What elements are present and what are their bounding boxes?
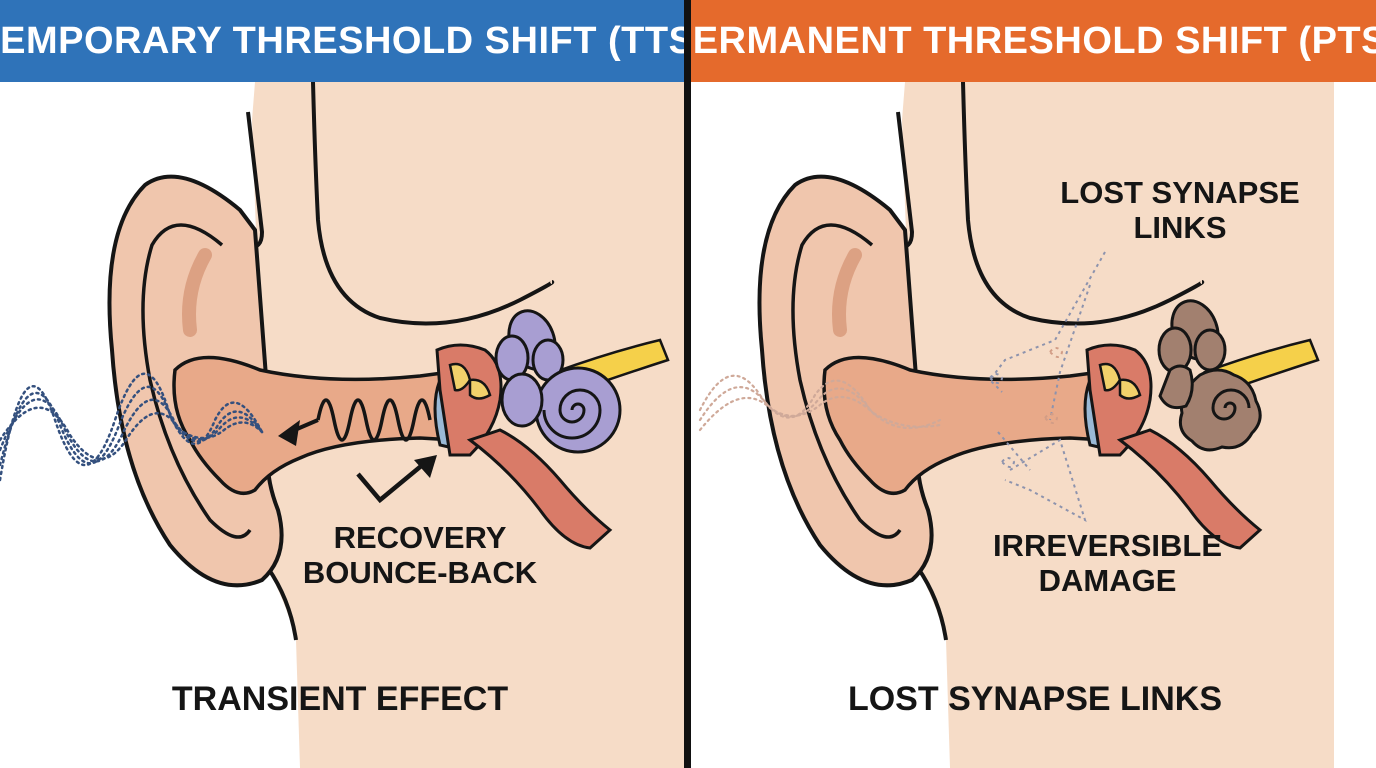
lost-synapse-line1: LOST SYNAPSE — [1060, 175, 1300, 210]
right-title-banner: PERMANENT THRESHOLD SHIFT (PTS) — [691, 0, 1376, 82]
coil-spring-icon — [316, 398, 432, 442]
irreversible-line2: DAMAGE — [1038, 563, 1177, 599]
left-ear-illustration — [0, 82, 684, 768]
faded-sound-wave-icon — [698, 374, 942, 432]
recovery-arrow-icon — [356, 460, 428, 504]
healthy-cochlea-icon — [494, 309, 622, 454]
right-bottom-label: LOST SYNAPSE LINKS — [847, 680, 1223, 718]
sound-wave-icon — [0, 372, 264, 482]
recovery-callout-line1: RECOVERY — [333, 520, 507, 555]
recovery-callout-line2: BOUNCE-BACK — [302, 555, 538, 591]
recovery-callout: RECOVERY BOUNCE-BACK — [300, 520, 540, 591]
irreversible-line1: IRREVERSIBLE — [992, 528, 1223, 563]
damaged-cochlea-icon — [1157, 299, 1262, 452]
lost-synapse-line2: LINKS — [1133, 210, 1227, 246]
lost-synapse-callout: LOST SYNAPSE LINKS — [1050, 175, 1310, 246]
left-title-banner: TEMPORARY THRESHOLD SHIFT (TTS) — [0, 0, 684, 82]
irreversible-callout: IRREVERSIBLE DAMAGE — [985, 528, 1230, 599]
left-bottom-label: TRANSIENT EFFECT — [171, 680, 509, 718]
broken-synapse-icon — [988, 251, 1106, 523]
right-ear-illustration — [698, 82, 1334, 768]
panel-divider — [684, 0, 691, 768]
